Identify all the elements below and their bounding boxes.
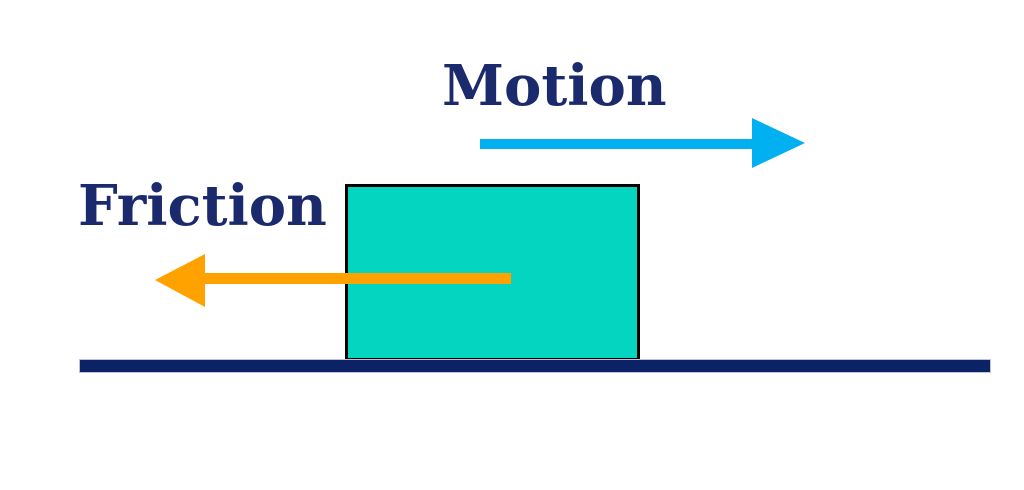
motion-arrow-shaft bbox=[480, 139, 758, 149]
friction-arrow bbox=[155, 254, 511, 307]
motion-arrowhead bbox=[752, 118, 805, 168]
friction-arrowhead bbox=[155, 254, 205, 307]
friction-arrow-shaft bbox=[203, 273, 511, 284]
block bbox=[345, 184, 640, 361]
ground-line bbox=[80, 360, 990, 372]
friction-label: Friction bbox=[78, 173, 327, 239]
motion-label: Motion bbox=[442, 53, 667, 119]
motion-arrow bbox=[480, 118, 805, 168]
